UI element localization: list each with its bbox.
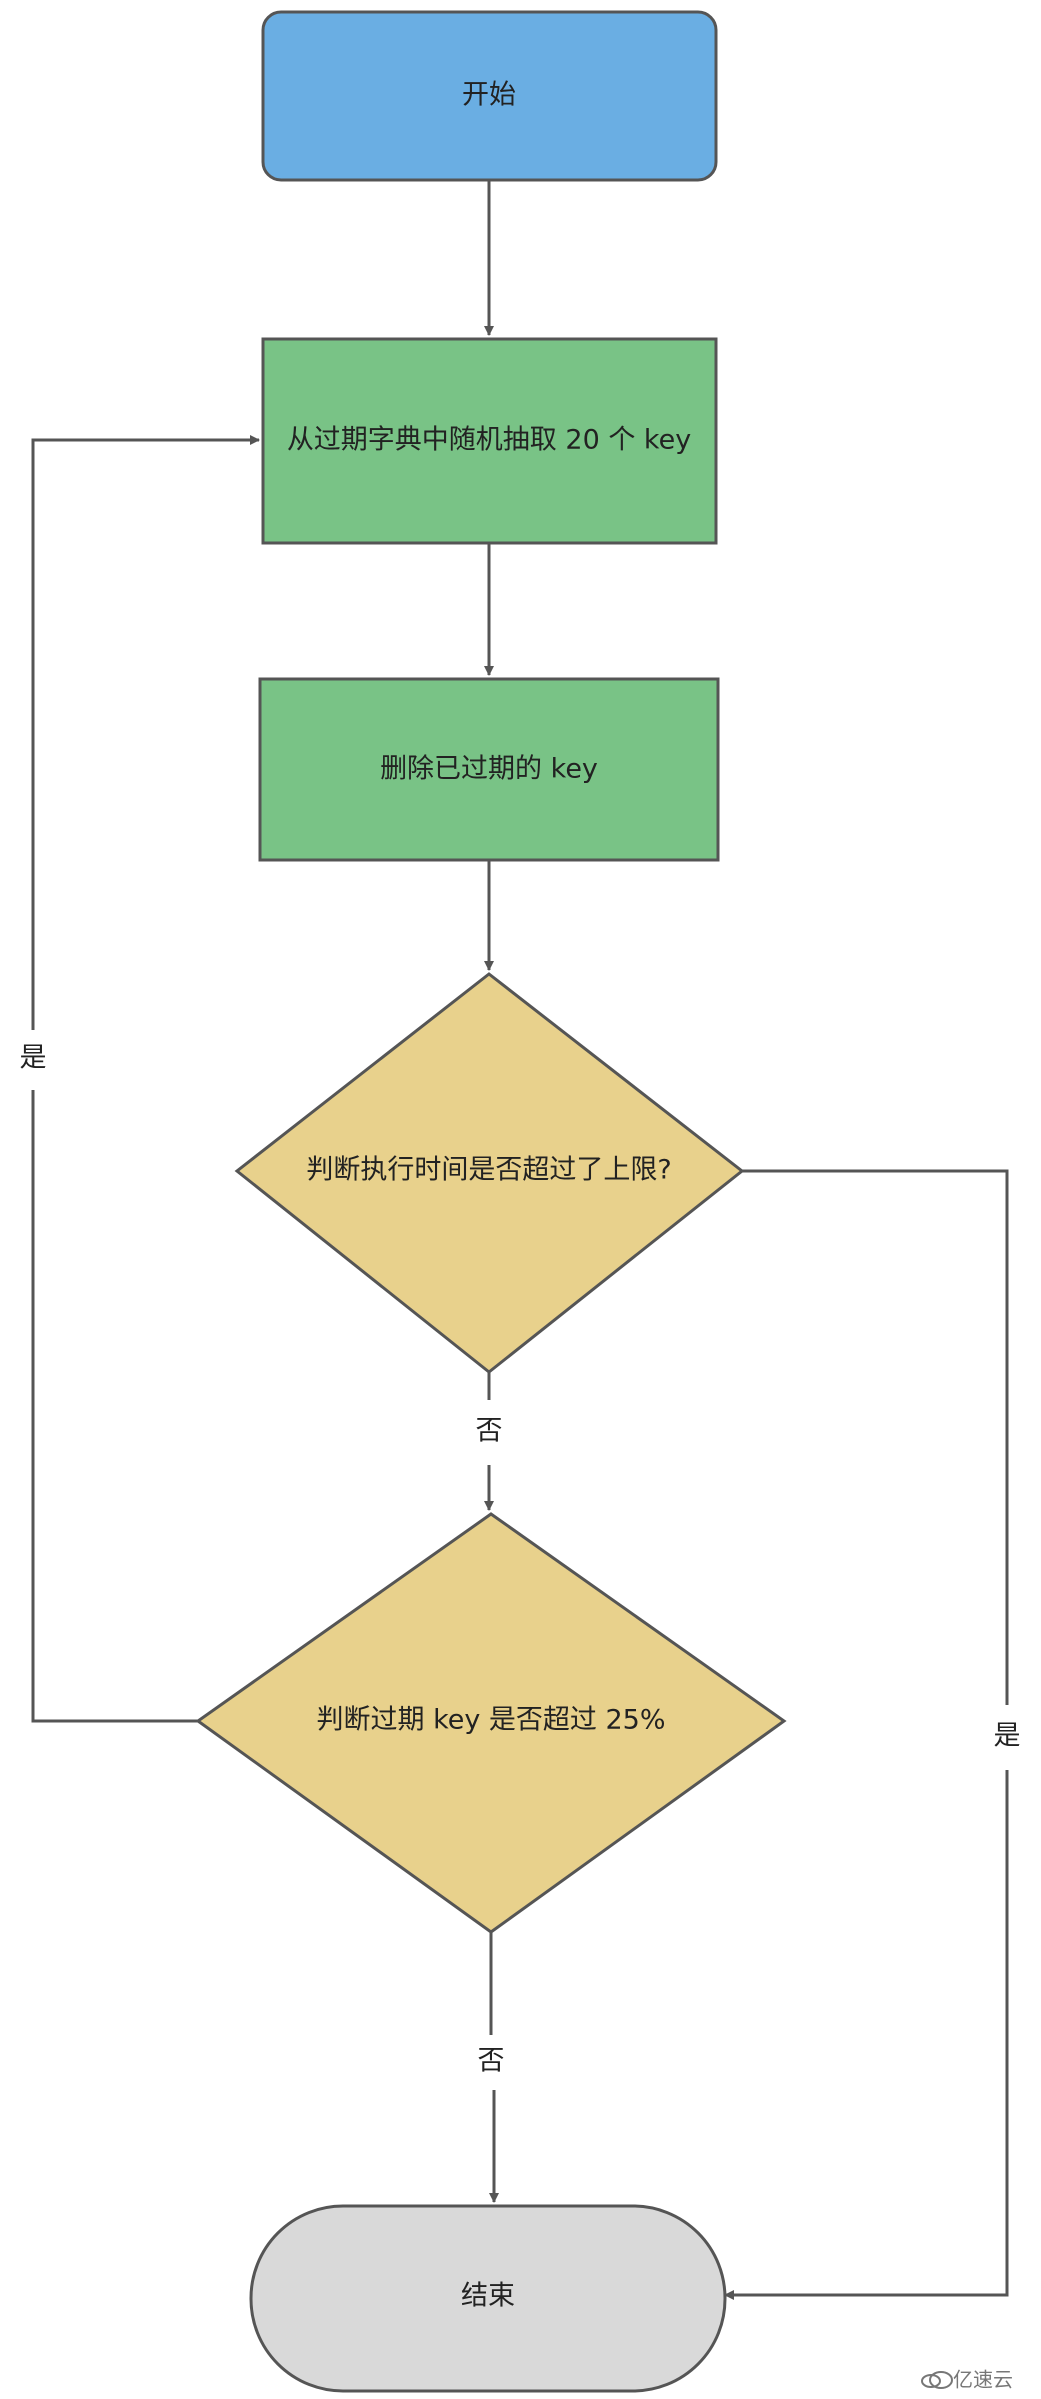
edge-label-no-ratio-check: 否 (478, 2046, 505, 2077)
watermark-text: 亿速云 (953, 2368, 1013, 2392)
node-end: 结束 (249, 2204, 727, 2393)
edge-timecheck-yes-upper (742, 1169, 1009, 1705)
node-sample-keys: 从过期字典中随机抽取 20 个 key (261, 337, 718, 545)
edges (31, 180, 1009, 2300)
edge-timecheck-yes-lower (724, 1770, 1009, 2300)
node-check-time-limit-label: 判断执行时间是否超过了上限? (306, 1155, 671, 1186)
node-start-label: 开始 (462, 80, 516, 111)
node-check-expired-ratio: 判断过期 key 是否超过 25% (195, 1512, 787, 1934)
edge-ratiocheck-yes-loop-upper (31, 435, 260, 1030)
edge-label-yes-loop-back: 是 (20, 1043, 47, 1074)
node-end-label: 结束 (461, 2281, 515, 2312)
node-check-expired-ratio-label: 判断过期 key 是否超过 25% (316, 1705, 665, 1736)
node-sample-keys-shape (261, 337, 718, 545)
node-delete-expired: 删除已过期的 key (258, 677, 720, 862)
edge-ratiocheck-yes-loop-lower (31, 1090, 198, 1723)
node-check-time-limit-shape (234, 972, 745, 1374)
node-delete-expired-shape (258, 677, 720, 862)
node-sample-keys-label: 从过期字典中随机抽取 20 个 key (287, 425, 691, 456)
watermark: 亿速云 (921, 2368, 1013, 2392)
node-check-time-limit: 判断执行时间是否超过了上限? (234, 972, 745, 1374)
cloud-icon (921, 2371, 953, 2389)
node-delete-expired-label: 删除已过期的 key (380, 754, 598, 785)
node-end-shape (249, 2204, 727, 2393)
edge-label-yes-time-to-end: 是 (994, 1721, 1021, 1752)
edge-label-no-time-check: 否 (476, 1416, 503, 1447)
node-check-expired-ratio-shape (195, 1512, 787, 1934)
node-start: 开始 (261, 10, 718, 182)
node-start-shape (261, 10, 718, 182)
